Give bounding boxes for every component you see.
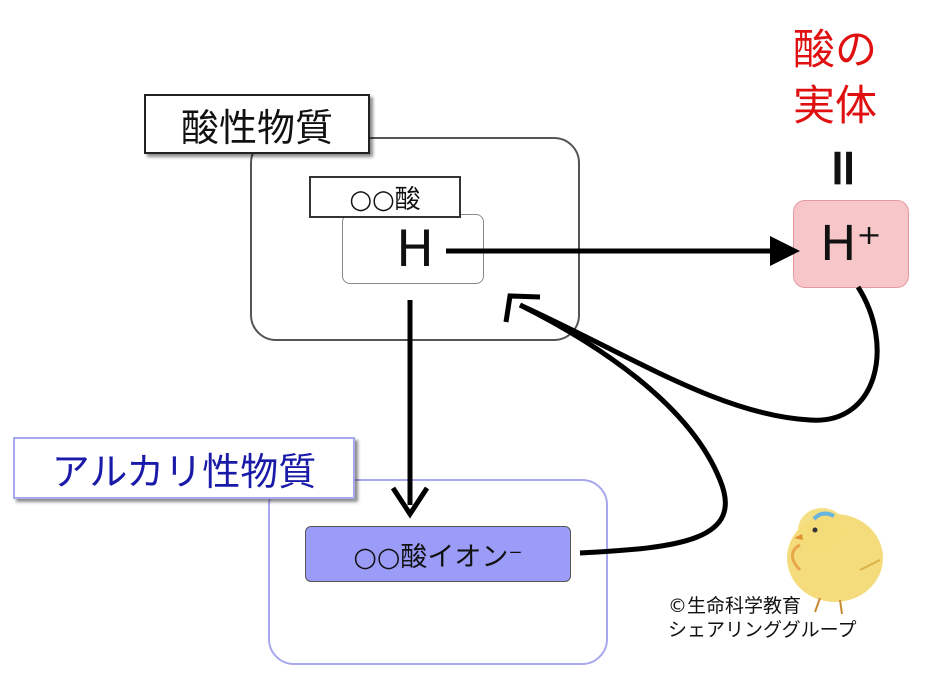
proton-return-arrow — [518, 285, 880, 423]
proton-release-arrowhead — [770, 236, 800, 266]
alkaline-substance-title-text: アルカリ性物質 — [51, 449, 317, 494]
alkaline-substance-title: アルカリ性物質 — [13, 437, 355, 499]
return-arrowhead — [503, 293, 541, 323]
acid-substance-title-text: 酸性物質 — [180, 105, 333, 150]
proton-label: H⁺ — [820, 216, 882, 272]
hydrogen-label: H — [396, 220, 434, 278]
credit-line1: ©生命科学教育 — [668, 595, 802, 617]
acid-name-text: ○○酸 — [349, 184, 421, 215]
proton-box: H⁺ — [793, 200, 909, 288]
ion-return-arrow — [518, 302, 728, 556]
acid-ion-label: ○○酸イオン⁻ — [353, 541, 523, 573]
credit-text: ©生命科学教育 シェアリンググループ — [668, 594, 856, 642]
credit-line2: シェアリンググループ — [668, 619, 857, 641]
acid-name-label: ○○酸 — [309, 176, 461, 218]
acid-essence-heading-line1: 酸の — [792, 25, 877, 74]
acid-essence-heading-line2: 実体 — [792, 81, 877, 130]
acid-substance-title: 酸性物質 — [144, 94, 370, 154]
acid-ion-box: ○○酸イオン⁻ — [305, 526, 571, 582]
ion-formation-arrowhead — [390, 486, 430, 519]
acid-essence-heading: 酸の 実体 — [770, 22, 900, 134]
